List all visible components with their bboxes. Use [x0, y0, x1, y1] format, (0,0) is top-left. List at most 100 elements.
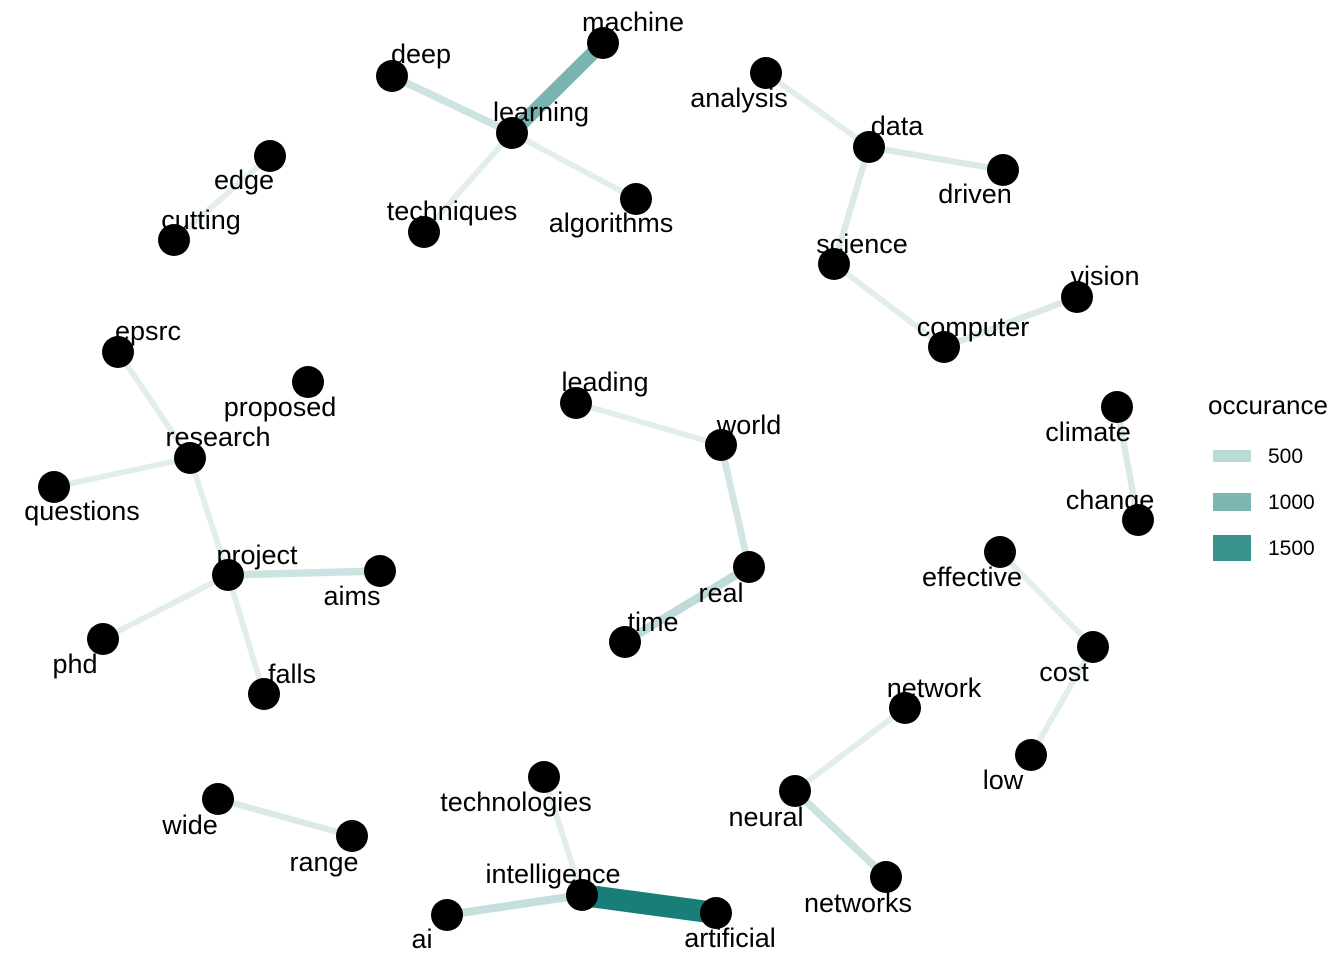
node-label-driven: driven: [938, 179, 1012, 209]
edge-analysis-data: [764, 70, 871, 150]
node-effective: [984, 536, 1016, 568]
node-label-leading: leading: [561, 367, 648, 397]
node-cutting: [158, 224, 190, 256]
edge-wide-range: [217, 795, 353, 840]
node-label-network: network: [887, 673, 982, 703]
node-label-vision: vision: [1070, 261, 1139, 291]
node-label-networks: networks: [804, 888, 912, 918]
legend-swatch-1500: [1213, 535, 1251, 561]
legend-items: 500 1000 1500: [1213, 445, 1315, 561]
edge-cost-low: [1028, 645, 1096, 757]
edge-intelligence-ai: [446, 891, 583, 919]
edge-science-computer: [832, 261, 946, 350]
nodes-layer: [38, 27, 1154, 931]
node-data: [853, 131, 885, 163]
node-technologies: [528, 761, 560, 793]
legend-label-500: 500: [1268, 445, 1303, 468]
node-algorithms: [620, 183, 652, 215]
edge-project-aims: [227, 567, 381, 579]
edge-real-time: [622, 563, 752, 646]
node-label-wide: wide: [161, 810, 218, 840]
node-label-world: world: [716, 410, 782, 440]
node-ai: [431, 899, 463, 931]
edge-research-project: [187, 457, 231, 576]
legend-title: occurance: [1208, 390, 1328, 420]
node-learning: [496, 117, 528, 149]
node-computer: [928, 331, 960, 363]
edge-data-driven: [868, 143, 1004, 174]
node-label-technologies: technologies: [440, 787, 592, 817]
node-label-project: project: [216, 540, 298, 570]
node-vision: [1061, 281, 1093, 313]
node-network: [889, 692, 921, 724]
edge-network-neural: [793, 705, 907, 794]
edge-effective-cost: [997, 549, 1096, 650]
node-label-edge: edge: [214, 165, 274, 195]
node-label-neural: neural: [728, 802, 803, 832]
edge-technologies-intelligence: [541, 776, 585, 896]
node-label-deep: deep: [391, 39, 451, 69]
node-epsrc: [102, 336, 134, 368]
edge-deep-learning: [390, 72, 514, 137]
node-label-ai: ai: [411, 924, 432, 954]
edge-world-real: [717, 444, 753, 568]
node-label-science: science: [816, 229, 908, 259]
node-label-epsrc: epsrc: [115, 316, 181, 346]
node-science: [818, 248, 850, 280]
node-change: [1122, 504, 1154, 536]
node-intelligence: [566, 879, 598, 911]
edge-project-phd: [101, 572, 230, 642]
node-neural: [779, 775, 811, 807]
edges-layer: [53, 37, 1142, 924]
edge-computer-vision: [942, 294, 1079, 350]
node-label-research: research: [165, 422, 270, 452]
edge-leading-world: [575, 400, 722, 448]
node-artificial: [700, 897, 732, 929]
node-phd: [87, 623, 119, 655]
node-analysis: [750, 57, 782, 89]
node-label-techniques: techniques: [387, 196, 518, 226]
node-label-range: range: [289, 847, 358, 877]
node-label-low: low: [983, 765, 1024, 795]
node-edge: [254, 140, 286, 172]
node-project: [212, 559, 244, 591]
node-label-real: real: [698, 578, 743, 608]
node-leading: [560, 387, 592, 419]
edge-learning-algorithms: [510, 130, 638, 202]
node-cost: [1077, 631, 1109, 663]
node-falls: [248, 678, 280, 710]
node-label-questions: questions: [24, 496, 140, 526]
edge-data-science: [830, 146, 873, 265]
node-deep: [376, 60, 408, 92]
node-world: [705, 429, 737, 461]
legend-label-1000: 1000: [1268, 491, 1315, 514]
node-real: [733, 551, 765, 583]
edge-research-questions: [53, 455, 191, 490]
node-label-change: change: [1066, 485, 1155, 515]
node-label-analysis: analysis: [690, 83, 788, 113]
edge-intelligence-artificial: [580, 884, 718, 924]
node-label-cost: cost: [1039, 657, 1089, 687]
node-label-intelligence: intelligence: [485, 859, 620, 889]
node-label-algorithms: algorithms: [549, 208, 674, 238]
node-label-effective: effective: [922, 562, 1022, 592]
node-label-cutting: cutting: [161, 205, 241, 235]
edge-climate-change: [1113, 406, 1142, 521]
node-networks: [870, 861, 902, 893]
node-climate: [1101, 391, 1133, 423]
node-range: [336, 820, 368, 852]
node-low: [1015, 739, 1047, 771]
node-label-learning: learning: [493, 97, 589, 127]
node-label-time: time: [627, 607, 678, 637]
node-label-falls: falls: [268, 659, 316, 689]
node-time: [609, 626, 641, 658]
edge-edge-cutting: [172, 153, 272, 243]
legend-label-1500: 1500: [1268, 537, 1315, 560]
node-label-phd: phd: [52, 649, 97, 679]
node-proposed: [292, 366, 324, 398]
legend-swatch-1000: [1213, 493, 1251, 511]
node-label-proposed: proposed: [224, 392, 337, 422]
node-driven: [987, 154, 1019, 186]
